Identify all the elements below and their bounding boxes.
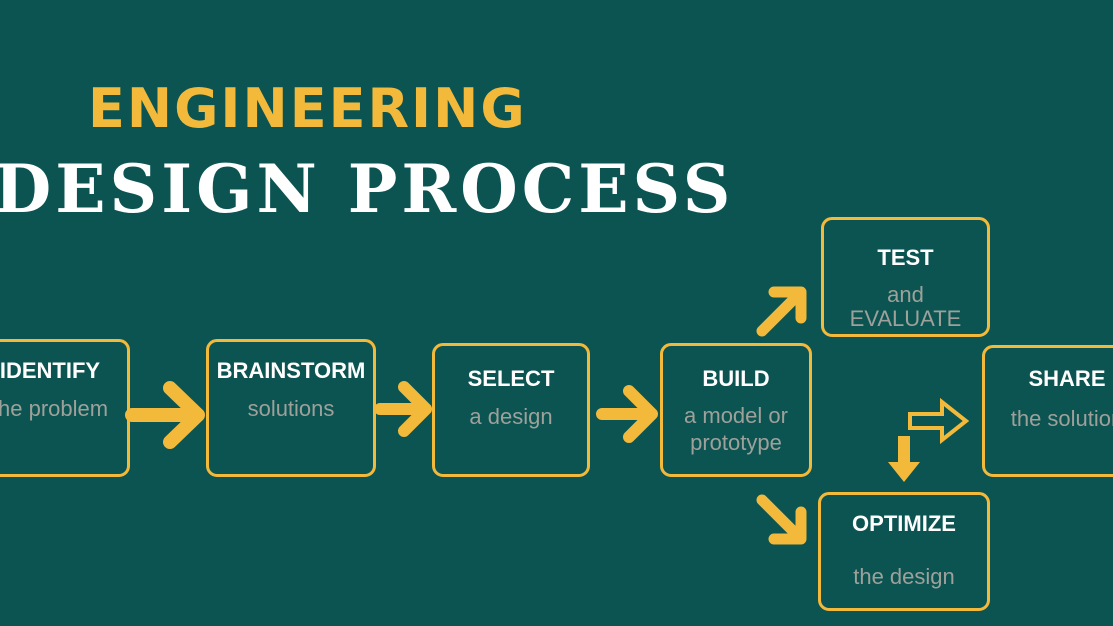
step-brainstorm-title: BRAINSTORM <box>216 358 366 383</box>
arrow-right-icon <box>374 381 432 437</box>
step-share: SHARE the solution <box>982 345 1113 477</box>
step-brainstorm: BRAINSTORM solutions <box>206 339 376 477</box>
step-build-title: BUILD <box>702 366 770 391</box>
step-build: BUILD a model or prototype <box>660 343 812 477</box>
arrow-right-icon <box>596 385 658 443</box>
title-design-process: DESIGN PROCESS <box>0 150 735 228</box>
arrow-outline-right-icon <box>908 397 970 445</box>
step-test-subtitle-line2: EVALUATE <box>849 306 962 332</box>
step-test-subtitle-line1: and <box>887 282 924 308</box>
step-build-subtitle-line1: a model or <box>684 403 788 429</box>
step-select-subtitle: a design <box>469 404 553 430</box>
step-optimize: OPTIMIZE the design <box>818 492 990 611</box>
step-share-title: SHARE <box>1028 366 1106 391</box>
step-test: TEST and EVALUATE <box>821 217 990 337</box>
arrow-right-icon <box>125 381 205 449</box>
step-optimize-subtitle: the design <box>853 564 955 590</box>
step-select: SELECT a design <box>432 343 590 477</box>
step-brainstorm-subtitle: solutions <box>247 396 335 422</box>
step-build-subtitle-line2: prototype <box>690 429 782 455</box>
step-select-title: SELECT <box>467 366 555 391</box>
arrow-up-right-icon <box>756 286 807 337</box>
arrow-down-icon <box>888 436 920 482</box>
step-identify-subtitle: the problem <box>0 396 109 422</box>
step-test-title: TEST <box>877 245 934 270</box>
arrow-down-right-icon <box>756 494 807 545</box>
title-engineering: ENGINEERING <box>88 77 527 140</box>
step-identify: IDENTIFY the problem <box>0 339 130 477</box>
step-optimize-title: OPTIMIZE <box>852 511 956 536</box>
step-share-subtitle: the solution <box>1010 406 1113 432</box>
step-identify-title: IDENTIFY <box>0 358 101 383</box>
